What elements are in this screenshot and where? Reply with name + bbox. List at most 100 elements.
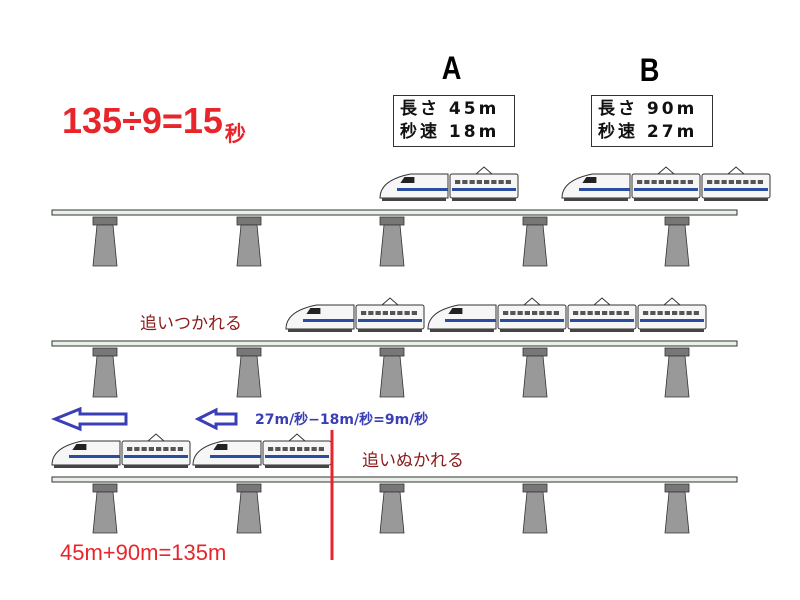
stage1-train-a-car-0-windshield — [400, 177, 415, 183]
stage3-train-a-car-1 — [262, 433, 332, 468]
track-1-rail — [51, 209, 738, 216]
stage2-train-b-car-3-window-7 — [693, 311, 699, 315]
stage2-train-b-car-1-window-0 — [503, 311, 509, 315]
stage1-train-a-car-1-window-0 — [455, 180, 461, 184]
track-1-pier-3 — [522, 224, 548, 267]
track-3-pier-cap-1 — [236, 483, 262, 493]
equation-top-text: 135÷9=15 — [62, 100, 223, 141]
stage2-train-b-car-1-window-6 — [546, 311, 552, 315]
train-a-info-box: 長さ 45m 秒速 18m — [393, 95, 515, 147]
track-3-pier-2 — [379, 491, 405, 534]
track-2-pier-cap-4 — [664, 347, 690, 357]
stage3-train-b-rear-car-1-window-5 — [163, 447, 169, 451]
train-b-label: B — [639, 52, 660, 88]
train-a-speed: 秒速 18m — [400, 122, 500, 142]
stage3-train-b-rear — [51, 433, 191, 468]
track-1 — [51, 209, 738, 267]
stage3-train-a-car-0-body — [192, 440, 262, 466]
stage1-train-b-car-1-window-1 — [644, 180, 650, 184]
stage2-train-b-car-0-stripe — [445, 319, 496, 322]
stage2-train-a-car-1-stripe — [358, 319, 422, 322]
stage3-train-b-rear-car-0-stripe — [69, 455, 120, 458]
stage1-train-a-car-0-bogie — [382, 198, 446, 201]
stage3-train-a — [192, 433, 332, 468]
stage1-train-b-car-1-window-4 — [666, 180, 672, 184]
stage3-train-a-car-1-window-4 — [297, 447, 303, 451]
stage3-train-a-car-0-bogie — [195, 465, 259, 468]
track-1-pier-cap-4 — [664, 216, 690, 226]
stage2-train-a-car-0-body — [285, 304, 355, 330]
stage2-train-b-car-1-body — [497, 304, 567, 330]
stage3-train-a-car-1-window-5 — [304, 447, 310, 451]
stage2-train-a-car-0-bogie — [288, 329, 352, 332]
stage3-train-b-rear-car-1-window-4 — [156, 447, 162, 451]
stage3-train-b-rear-car-1-window-1 — [134, 447, 140, 451]
stage2-train-a-car-1-bogie — [358, 329, 422, 332]
stage2-train-a-car-1-body — [355, 304, 425, 330]
stage2-train-b-car-3-bogie — [640, 329, 704, 332]
stage1-train-b-car-0-windshield — [582, 177, 597, 183]
stage3-train-b-rear-car-1-window-2 — [141, 447, 147, 451]
track-3-pier-cap-2 — [379, 483, 405, 493]
stage1-train-b-car-1-pantograph — [657, 166, 675, 175]
stage1-train-b-car-2-window-1 — [714, 180, 720, 184]
stage3-train-b-rear-car-0 — [51, 440, 121, 468]
stage1-train-b-car-2-window-7 — [757, 180, 763, 184]
stage2-train-b-car-3-body — [637, 304, 707, 330]
stage1-train-a-car-1-pantograph — [475, 166, 493, 175]
stage1-train-b-car-1-window-2 — [651, 180, 657, 184]
stage2-train-b-car-1-window-4 — [532, 311, 538, 315]
stage1-train-b-car-1-window-6 — [680, 180, 686, 184]
train-a-length: 長さ 45m — [400, 99, 500, 119]
arrow-relative-speed — [194, 407, 238, 431]
stage2-train-b-car-2-window-6 — [616, 311, 622, 315]
track-2-pier-1 — [236, 355, 262, 398]
stage1-train-b-car-2-body — [701, 173, 771, 199]
stage2-train-b-car-2-window-2 — [587, 311, 593, 315]
track-3-pier-1 — [236, 491, 262, 534]
track-3-rail — [51, 476, 738, 483]
stage3-train-b-rear-car-1-stripe — [124, 455, 188, 458]
stage2-train-a-car-1-window-4 — [390, 311, 396, 315]
stage3-train-b-rear-car-1-pantograph — [147, 433, 165, 442]
track-2-pier-cap-2 — [379, 347, 405, 357]
stage2-train-b-car-2-window-0 — [573, 311, 579, 315]
stage2-train-a-car-1-window-2 — [375, 311, 381, 315]
track-1-pier-cap-1 — [236, 216, 262, 226]
track-3-pier-cap-4 — [664, 483, 690, 493]
stage1-train-b-car-1-stripe — [634, 188, 698, 191]
stage1-train-b-car-2-bogie — [704, 198, 768, 201]
track-3-pier-4 — [664, 491, 690, 534]
stage3-train-b-rear-car-1-body — [121, 440, 191, 466]
stage2-train-b-car-2-stripe — [570, 319, 634, 322]
track-3-pier-cap-0 — [92, 483, 118, 493]
stage1-train-a-car-1-window-1 — [462, 180, 468, 184]
stage2-train-a-car-1 — [355, 297, 425, 332]
track-1-pier-cap-3 — [522, 216, 548, 226]
track-2-pier-4 — [664, 355, 690, 398]
stage3-train-a-car-1-pantograph — [288, 433, 306, 442]
stage1-train-b-car-0 — [561, 173, 631, 201]
stage3-train-a-car-1-window-6 — [311, 447, 317, 451]
stage3-train-a-car-0 — [192, 440, 262, 468]
stage1-train-b-car-2-window-2 — [721, 180, 727, 184]
stage2-train-b-car-3-window-1 — [650, 311, 656, 315]
stage2-train-a-car-1-window-5 — [397, 311, 403, 315]
track-1-pier-2 — [379, 224, 405, 267]
stage3-train-a-car-1-window-2 — [282, 447, 288, 451]
stage2-train-a-car-1-window-7 — [411, 311, 417, 315]
stage1-train-a-car-1-stripe — [452, 188, 516, 191]
stage1-train-a-car-0 — [379, 173, 449, 201]
stage1-train-b-car-2-window-0 — [707, 180, 713, 184]
stage2-train-b-car-3-window-4 — [672, 311, 678, 315]
stage1-train-b-car-1-window-7 — [687, 180, 693, 184]
stage1-train-b-car-1-window-3 — [658, 180, 664, 184]
track-1-pier-0 — [92, 224, 118, 267]
stage2-train-b-car-3-window-5 — [679, 311, 685, 315]
track-3 — [51, 476, 738, 534]
arrow-b-direction — [50, 406, 128, 432]
stage3-train-b-rear-car-1-window-3 — [148, 447, 154, 451]
stage3-train-b-rear-car-0-windshield — [72, 444, 87, 450]
track-2-pier-3 — [522, 355, 548, 398]
stage3-train-a-car-1-stripe — [265, 455, 329, 458]
